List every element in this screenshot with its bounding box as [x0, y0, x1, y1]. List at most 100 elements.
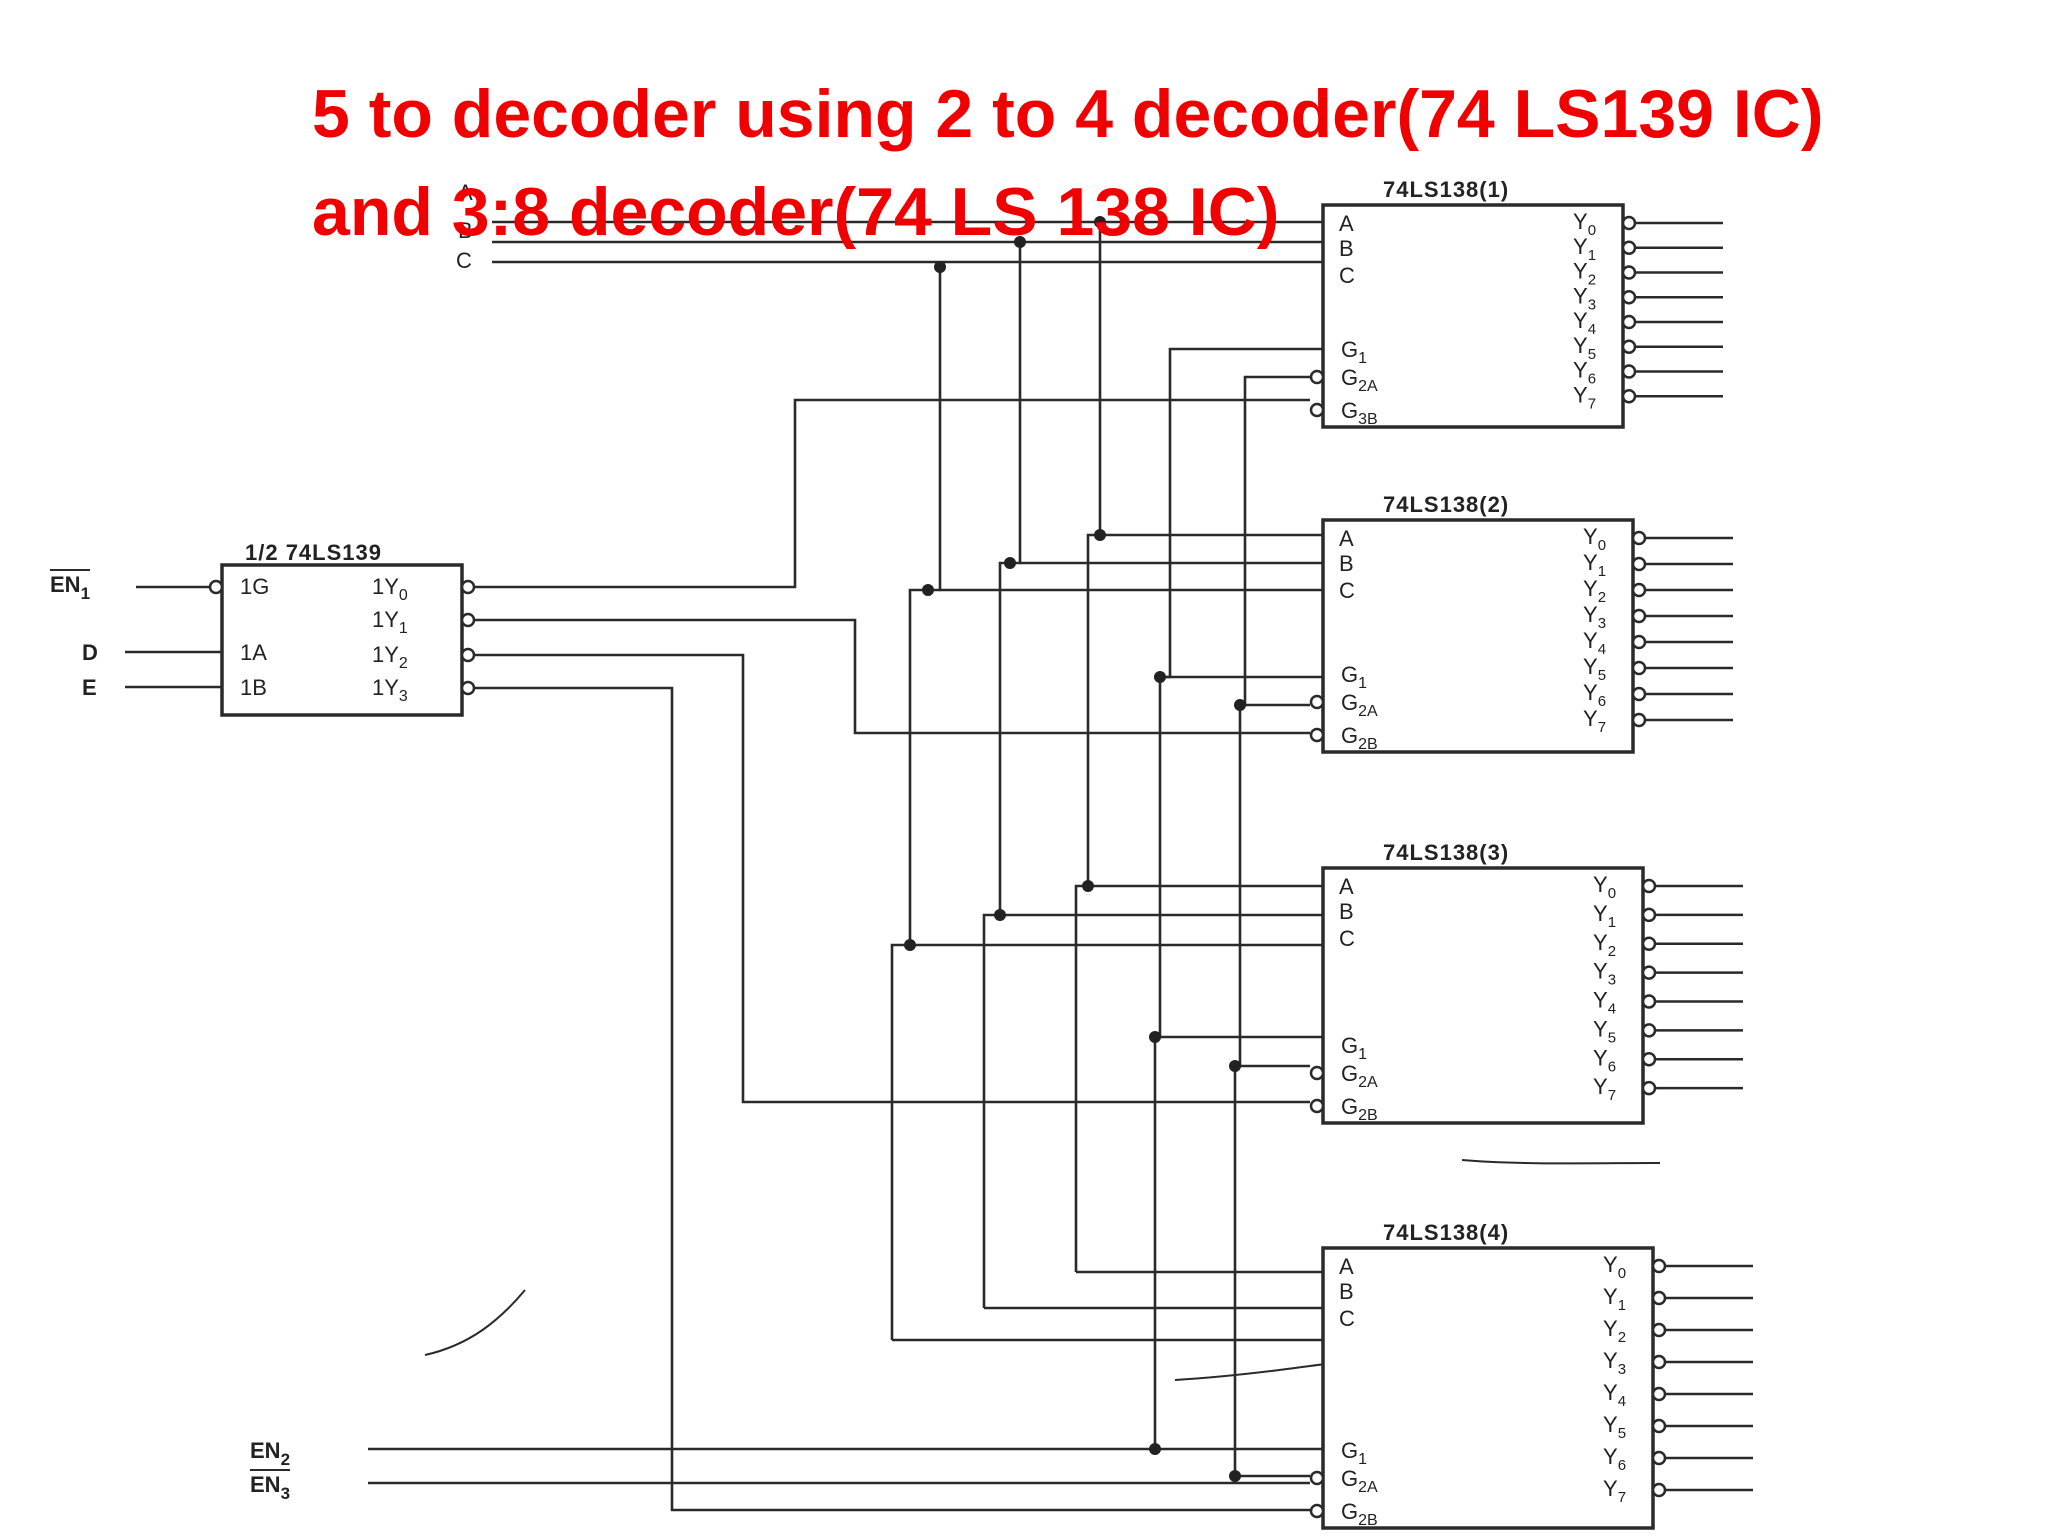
input-en2-label: EN2 — [250, 1438, 290, 1469]
pin-output-label: Y7 — [1583, 706, 1606, 736]
inversion-bubble — [1621, 389, 1637, 404]
input-c-label: C — [456, 248, 472, 273]
inversion-bubble — [1641, 1080, 1657, 1096]
pin-1y0: 1Y0 — [372, 574, 408, 604]
pin-output-label: Y2 — [1583, 576, 1606, 606]
inversion-bubble — [1309, 727, 1325, 743]
input-en3-label: EN3 — [250, 1472, 290, 1503]
junction-dot — [1234, 699, 1246, 711]
pin-output-label: Y5 — [1573, 333, 1596, 363]
pin-output-label: Y0 — [1593, 872, 1616, 902]
inversion-bubble — [1309, 694, 1325, 710]
pin-enable-label: G2A — [1341, 1466, 1378, 1496]
inversion-bubble — [460, 680, 476, 696]
inversion-bubble — [1651, 1290, 1667, 1306]
inversion-bubble — [1621, 339, 1637, 354]
pin-enable-label: G1 — [1341, 337, 1367, 367]
inversion-bubble — [1631, 660, 1647, 676]
input-labels: A B C D E EN1 EN2 EN3 — [50, 180, 473, 1503]
inversion-bubble — [208, 579, 224, 595]
scan-mark — [424, 1289, 526, 1356]
input-a-label: A — [458, 180, 473, 205]
pin-1a: 1A — [240, 640, 267, 665]
chip-74ls138-3-body — [1321, 866, 1645, 1125]
junction-dot — [1094, 529, 1106, 541]
inversion-bubble — [1621, 364, 1637, 379]
inversion-bubble — [1641, 936, 1657, 951]
pin-output-label: Y6 — [1603, 1444, 1626, 1474]
pin-1y3: 1Y3 — [372, 675, 408, 705]
pin-input-label: A — [1339, 211, 1354, 236]
junction-dot — [1154, 671, 1166, 683]
pin-output-label: Y1 — [1603, 1284, 1626, 1314]
inversion-bubble — [1631, 530, 1647, 546]
pin-output-label: Y3 — [1583, 602, 1606, 632]
input-b-label: B — [458, 218, 473, 243]
pin-output-label: Y7 — [1593, 1074, 1616, 1104]
inversion-bubble — [1621, 290, 1637, 305]
pin-enable-label: G1 — [1341, 1438, 1367, 1468]
slide-title-line-1: 5 to decoder using 2 to 4 decoder(74 LS1… — [312, 76, 1824, 152]
input-d-label: D — [82, 640, 98, 665]
pin-enable-label: G2A — [1341, 690, 1378, 720]
inversion-bubble — [460, 612, 476, 628]
pin-input-label: B — [1339, 1279, 1354, 1304]
pin-1g: 1G — [240, 574, 269, 599]
junction-dot — [1229, 1470, 1241, 1482]
inversion-bubble — [1651, 1258, 1667, 1274]
input-en1-label: EN1 — [50, 572, 90, 603]
inversion-bubble — [1309, 1503, 1325, 1519]
chip-74ls138-4-title: 74LS138(4) — [1383, 1220, 1509, 1245]
chip-74ls138-1-title: 74LS138(1) — [1383, 177, 1509, 202]
inversion-bubble — [1651, 1322, 1667, 1338]
pin-output-label: Y6 — [1593, 1045, 1616, 1075]
pin-input-label: B — [1339, 551, 1354, 576]
inversion-bubble — [460, 579, 476, 595]
bus-b — [982, 247, 1022, 1308]
junction-dot — [1082, 880, 1094, 892]
pin-output-label: Y7 — [1573, 382, 1596, 412]
pin-input-label: C — [1339, 263, 1355, 288]
pin-input-label: A — [1339, 526, 1354, 551]
pin-output-label: Y2 — [1593, 930, 1616, 960]
chip-74ls138-2-title: 74LS138(2) — [1383, 492, 1509, 517]
pin-enable-label: G2B — [1341, 1094, 1378, 1124]
bus-en3 — [1233, 375, 1310, 1476]
pin-input-label: C — [1339, 926, 1355, 951]
pin-output-label: Y4 — [1583, 628, 1606, 658]
inversion-bubble — [1309, 402, 1325, 418]
inversion-bubble — [1621, 265, 1637, 280]
inversion-bubble — [1651, 1418, 1667, 1434]
chip-74ls138-3-title: 74LS138(3) — [1383, 840, 1509, 865]
inversion-bubble — [1651, 1482, 1667, 1498]
pin-output-label: Y3 — [1593, 959, 1616, 989]
pin-output-label: Y0 — [1583, 524, 1606, 554]
pin-input-label: A — [1339, 874, 1354, 899]
inversion-bubble — [1641, 1052, 1657, 1067]
inversion-bubble — [1631, 712, 1647, 728]
inversion-bubble — [1651, 1386, 1667, 1402]
chip-74ls138-2-body — [1321, 518, 1635, 754]
inversion-bubble — [1641, 907, 1657, 923]
pin-1y2: 1Y2 — [372, 642, 408, 672]
bus-a — [1074, 227, 1102, 1272]
wire-1y2 — [472, 653, 1310, 1104]
pin-enable-label: G1 — [1341, 1033, 1367, 1063]
inversion-bubble — [1641, 1023, 1657, 1038]
pin-output-label: Y7 — [1603, 1476, 1626, 1506]
pin-enable-label: G2B — [1341, 723, 1378, 753]
inversion-bubble — [1309, 369, 1325, 385]
slide-title-line-2: and 3:8 decoder(74 LS 138 IC) — [312, 174, 1280, 250]
chip-74ls139: 1/2 74LS139 1G 1A 1B 1Y0 1Y1 1Y2 1Y3 — [208, 540, 476, 717]
pin-output-label: Y2 — [1573, 259, 1596, 289]
pin-1y1: 1Y1 — [372, 607, 408, 637]
junction-dot — [1149, 1031, 1161, 1043]
pin-enable-label: G2A — [1341, 365, 1378, 395]
inversion-bubble — [1631, 608, 1647, 624]
pin-output-label: Y5 — [1603, 1412, 1626, 1442]
